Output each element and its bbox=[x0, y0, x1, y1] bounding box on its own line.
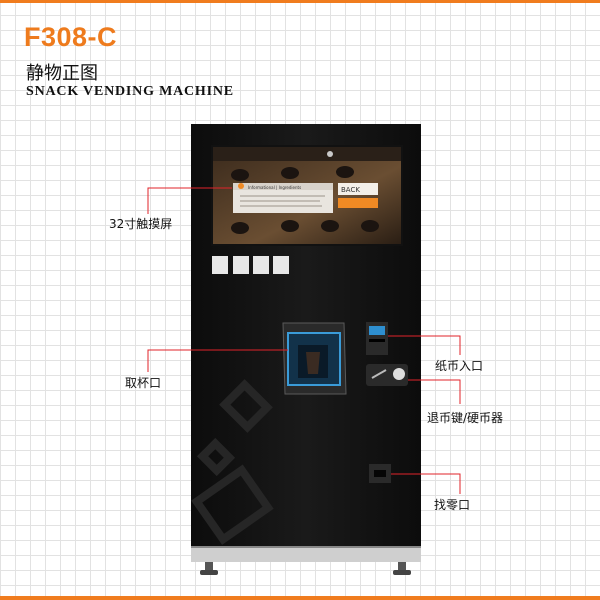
top-accent-bar bbox=[0, 0, 600, 3]
page-title: 静物正图 bbox=[26, 63, 98, 84]
decorative-logo-graphic bbox=[191, 379, 274, 545]
model-number: F308-C bbox=[24, 22, 118, 52]
callout-label-cup-pickup: 取杯口 bbox=[125, 376, 162, 390]
svg-text:BACK: BACK bbox=[341, 186, 360, 194]
machine-base bbox=[191, 548, 421, 562]
info-stickers bbox=[212, 256, 289, 274]
callout-label-coin-return: 退币键/硬币器 bbox=[427, 411, 504, 425]
callout-label-bill-acceptor: 纸币入口 bbox=[435, 359, 484, 373]
screen-nav-buttons[interactable] bbox=[338, 198, 378, 208]
callout-lines bbox=[147, 187, 461, 494]
screen-popup-title: Informational | Ingredients bbox=[248, 185, 301, 190]
coin-return-button[interactable] bbox=[366, 364, 408, 386]
callout-label-change-tray: 找零口 bbox=[434, 498, 471, 512]
screen-back-button[interactable]: BACK bbox=[338, 183, 378, 195]
change-tray[interactable] bbox=[369, 464, 391, 483]
bill-acceptor[interactable] bbox=[366, 322, 388, 355]
cup-pickup-port[interactable] bbox=[282, 322, 347, 395]
callout-label-touch-screen: 32寸触摸屏 bbox=[109, 217, 173, 231]
page-subtitle: SNACK VENDING MACHINE bbox=[26, 84, 234, 99]
touch-screen[interactable]: Informational | Ingredients BACK bbox=[211, 145, 403, 246]
bottom-accent-bar bbox=[0, 596, 600, 600]
machine-feet bbox=[200, 560, 411, 575]
